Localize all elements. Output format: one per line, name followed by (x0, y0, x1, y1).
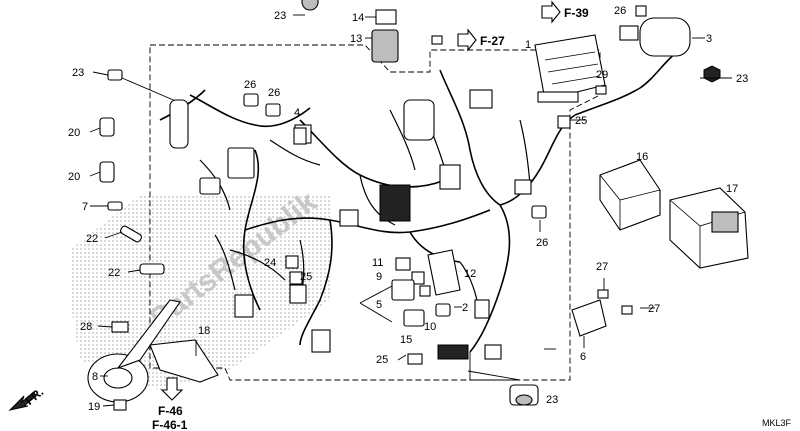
callout-25-a: 25 (300, 271, 312, 283)
part-4-connector (293, 127, 307, 145)
part-28-bolt (595, 85, 607, 95)
parts-9-10-11 (395, 257, 431, 297)
part-22-clip-upper (120, 225, 142, 243)
callout-12: 12 (464, 268, 476, 280)
part-24-25-clips (285, 115, 571, 285)
callout-20-lower: 20 (68, 171, 80, 183)
part-22-clip-lower (139, 263, 165, 275)
part-27-bolts (597, 289, 633, 315)
callout-24: 24 (264, 257, 276, 269)
callout-10: 10 (424, 321, 436, 333)
part-23-cap-top (301, 0, 319, 11)
callout-25-b: 25 (376, 354, 388, 366)
part-14-cover (375, 9, 397, 25)
part-12-bracket (427, 249, 461, 296)
part-7-bolt (107, 201, 123, 211)
part-13-relay (371, 29, 399, 63)
arrow-f39 (541, 0, 561, 24)
ref-f46-1: F-46-1 (152, 418, 188, 431)
callout-23-top: 23 (274, 10, 286, 22)
part-23-cap-upper-left (107, 69, 189, 149)
part-3-relay (619, 17, 691, 57)
arrow-f46 (160, 377, 184, 401)
part-19-bolt (113, 399, 127, 411)
callout-9: 9 (376, 271, 382, 283)
part-29-bolt (111, 321, 129, 333)
callout-14: 14 (352, 12, 364, 24)
callout-26-c: 26 (536, 237, 548, 249)
callout-26-b: 26 (268, 87, 280, 99)
ref-f27: F-27 (480, 34, 505, 48)
part-16-module (599, 159, 661, 231)
callout-27-b: 27 (648, 303, 660, 315)
callout-23-left: 23 (72, 67, 84, 79)
callout-22-upper: 22 (86, 233, 98, 245)
callout-21: 23 (736, 73, 748, 85)
arrow-f27 (457, 28, 477, 52)
ref-f46: F-46 (158, 404, 183, 418)
part-23-grommet-bottom (509, 384, 539, 406)
callout-23-bottom: 23 (546, 394, 558, 406)
callout-15: 15 (400, 334, 412, 346)
part-20-connector-lower (99, 161, 115, 183)
callout-28: 29 (596, 69, 608, 81)
callout-1: 1 (525, 39, 531, 51)
part-26-clip-top-right (635, 5, 647, 17)
callout-11: 11 (372, 257, 383, 269)
callout-20-upper: 20 (68, 127, 80, 139)
callout-25-c: 25 (575, 115, 587, 127)
callout-7: 7 (82, 201, 88, 213)
callout-labels: 23 14 13 23 20 20 7 22 22 26 26 4 24 25 … (68, 5, 748, 413)
part-25-bottom (407, 353, 423, 365)
callout-27-a: 27 (596, 261, 608, 273)
part-20-connector-upper (99, 117, 115, 137)
harness-connectors (199, 89, 532, 353)
callout-26-d: 26 (614, 5, 626, 17)
callout-16: 16 (636, 151, 648, 163)
callout-5: 5 (376, 299, 382, 311)
part-8-horn (87, 299, 181, 403)
ref-f39: F-39 (564, 6, 589, 20)
callout-29: 28 (80, 321, 92, 333)
callout-13: 13 (350, 33, 362, 45)
part-2-clip (435, 303, 451, 317)
callout-26-a: 26 (244, 79, 256, 91)
callout-2: 2 (462, 302, 468, 314)
callout-3: 3 (706, 33, 712, 45)
diagram-code: MKL3F (762, 418, 792, 428)
arrow-fr (8, 391, 37, 411)
bolt-near-f27 (431, 35, 443, 45)
callout-6: 6 (580, 351, 586, 363)
part-15-relay (403, 309, 425, 327)
part-1-regulator (534, 34, 606, 103)
part-5-relay (391, 279, 415, 301)
callout-18: 18 (198, 325, 210, 337)
callout-19: 19 (88, 401, 100, 413)
part-21-nut (703, 65, 721, 83)
part-18-bracket (149, 339, 219, 383)
callout-17: 17 (726, 183, 738, 195)
part-6-sensor (571, 299, 607, 337)
bottom-connectors (437, 344, 502, 360)
callout-4: 4 (294, 107, 300, 119)
part-17-ecu (669, 187, 749, 269)
leader-lines (89, 14, 732, 407)
callout-22-lower: 22 (108, 267, 120, 279)
callout-8: 8 (92, 371, 98, 383)
part-26-clips (243, 93, 547, 219)
frame-dotted-area (70, 195, 330, 390)
